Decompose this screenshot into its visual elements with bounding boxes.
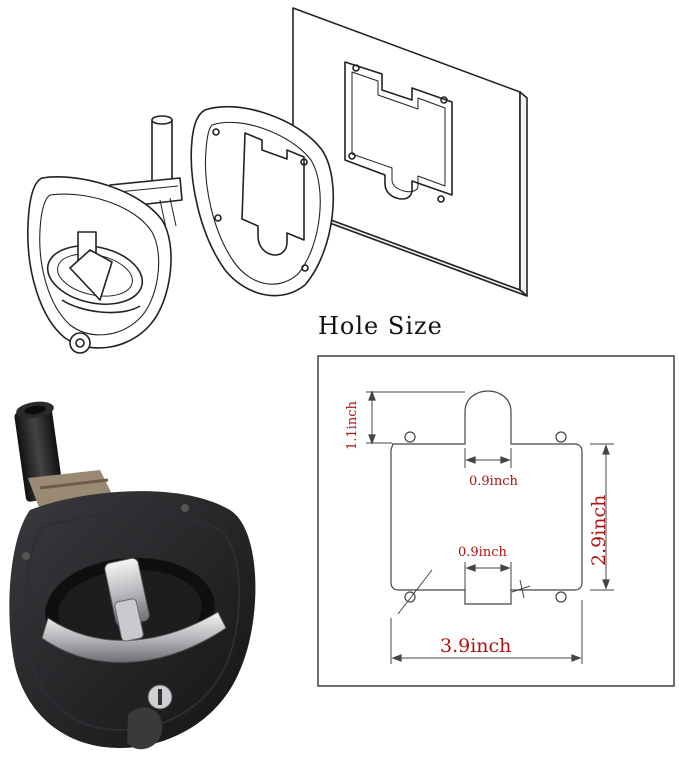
total-width-label: 3.9inch bbox=[440, 635, 511, 657]
body-height-label: 2.9inch bbox=[588, 495, 610, 566]
mount-hole-bottom-right bbox=[555, 591, 567, 603]
mount-hole-bottom-left bbox=[404, 591, 416, 603]
hole-size-title: Hole Size bbox=[318, 312, 443, 340]
mount-hole-top-left bbox=[404, 431, 416, 443]
tab-height-label: 1.1inch bbox=[345, 401, 360, 450]
lock-cylinder bbox=[127, 684, 173, 750]
mounting-panel bbox=[292, 7, 528, 297]
diagram-frame bbox=[317, 355, 675, 687]
latch-body-drawing bbox=[27, 176, 172, 354]
latch-stem-drawing bbox=[109, 115, 183, 229]
gasket-plate bbox=[190, 105, 335, 297]
latch-chrome-handle bbox=[41, 557, 227, 663]
mount-hole-top-right bbox=[555, 431, 567, 443]
bottom-notch-width-label: 0.9inch bbox=[458, 545, 507, 560]
cutout-outline bbox=[390, 390, 583, 605]
tab-width-label: 0.9inch bbox=[469, 474, 518, 489]
